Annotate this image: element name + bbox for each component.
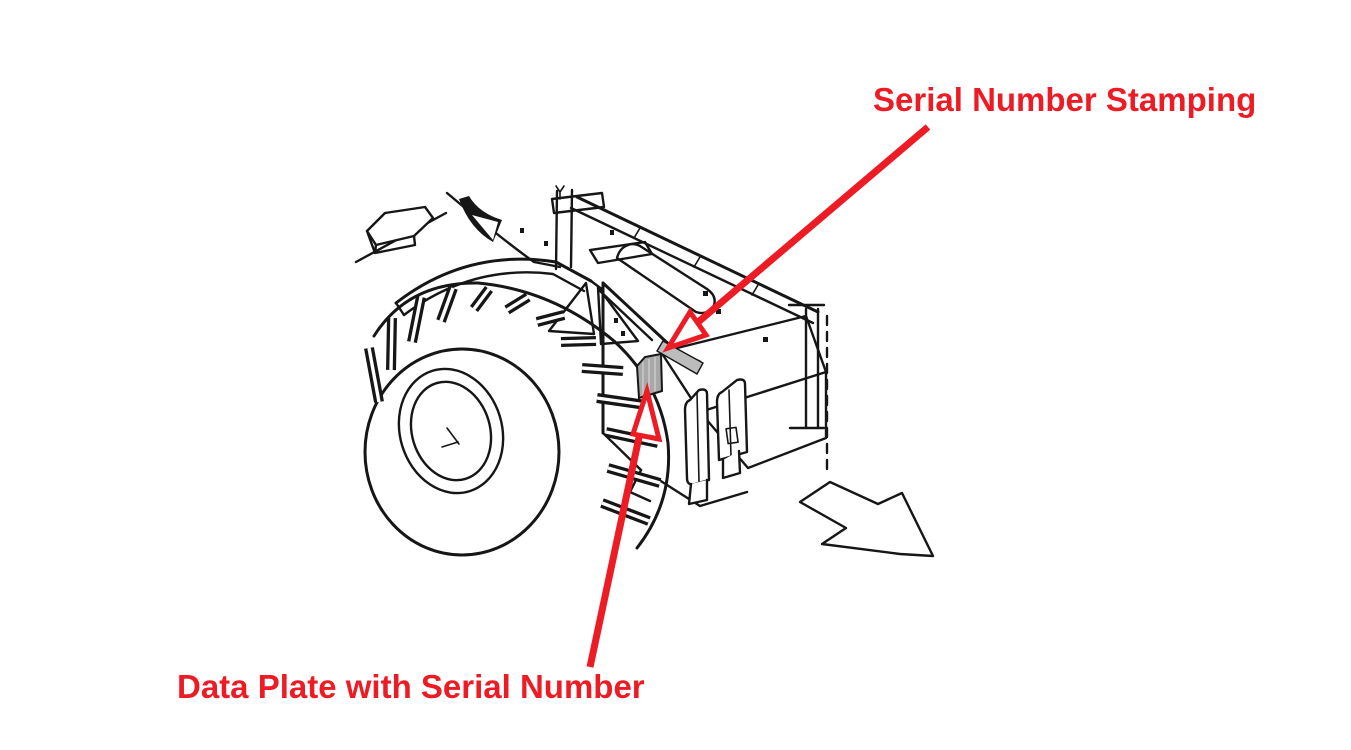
data-plate	[635, 352, 664, 400]
data-plate-label: Data Plate with Serial Number	[177, 668, 645, 705]
data-plate-leader	[586, 381, 663, 668]
direction-arrow-icon	[798, 480, 935, 558]
detail-dots	[520, 228, 768, 342]
tire-tread-edge	[372, 281, 671, 550]
serial-stamping-leader	[662, 124, 931, 353]
data-plate-arrowhead	[629, 381, 663, 443]
serial-stamping-arrowhead	[662, 307, 710, 353]
frame-rails	[569, 195, 829, 472]
serial-stamping-label: Serial Number Stamping	[873, 81, 1257, 118]
cab-pillar	[547, 188, 640, 346]
wheel	[363, 281, 671, 557]
